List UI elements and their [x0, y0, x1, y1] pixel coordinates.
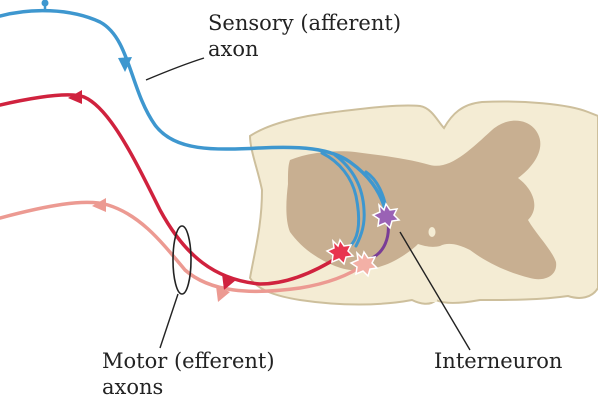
sensory-label: Sensory (afferent) axon — [208, 10, 401, 62]
motor-label-line2: axons — [102, 374, 275, 400]
sensory-receptor-ending — [42, 0, 49, 7]
motor-label-line1: Motor (efferent) — [102, 348, 275, 374]
sensory-label-line1: Sensory (afferent) — [208, 10, 401, 36]
interneuron-label: Interneuron — [434, 348, 562, 374]
sensory-leader-line — [146, 58, 204, 80]
motor-leader-line — [160, 294, 178, 348]
arrow-icon — [68, 90, 82, 104]
arrow-icon — [92, 198, 106, 212]
central-canal — [429, 227, 436, 237]
sensory-label-line2: axon — [208, 36, 401, 62]
motor-label: Motor (efferent) axons — [102, 348, 275, 400]
